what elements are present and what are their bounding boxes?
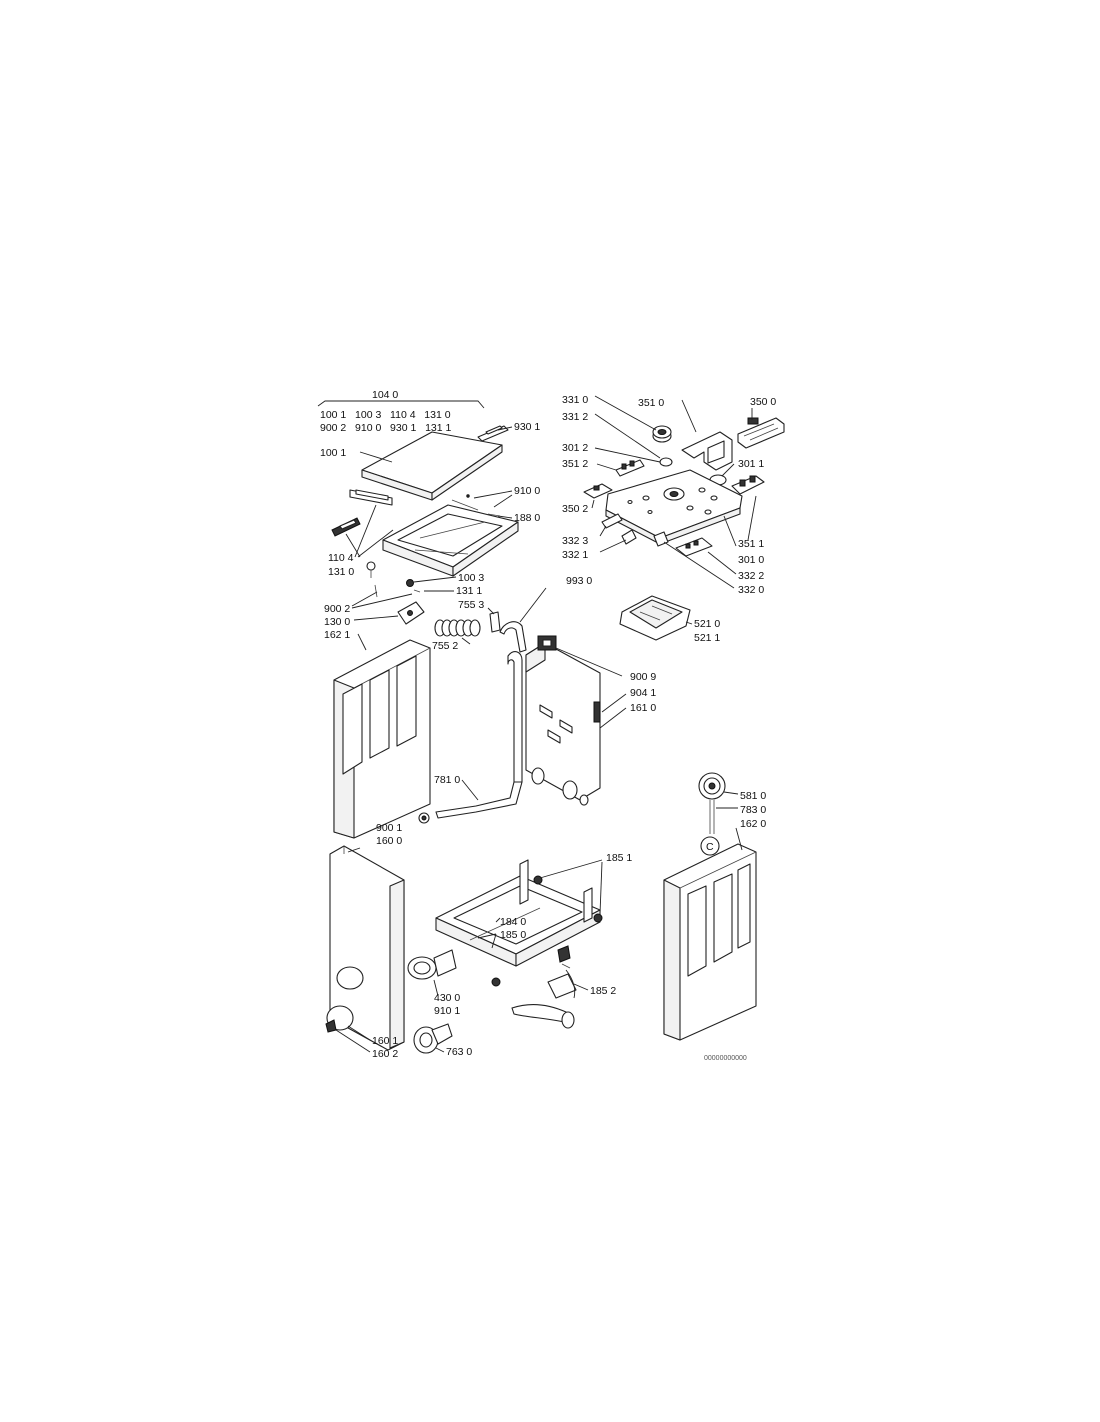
- label-group-row1: 100 1 100 3 110 4 131 0: [320, 409, 451, 421]
- pcb-350-0: [737, 417, 785, 449]
- label-332-2: 332 2: [738, 570, 764, 582]
- label-301-0: 301 0: [738, 554, 764, 566]
- label-755-3: 755 3: [458, 599, 484, 611]
- label-910-0: 910 0: [514, 485, 540, 497]
- label-430-0: 430 0: [434, 992, 460, 1004]
- switch-351-1: [731, 475, 765, 495]
- foot-185-1: [533, 875, 543, 885]
- foot-185-2: [557, 945, 571, 963]
- knob-301-2: [659, 457, 673, 467]
- label-521-0: 521 0: [694, 618, 720, 630]
- label-185-1: 185 1: [606, 852, 632, 864]
- label-331-0: 331 0: [562, 394, 588, 406]
- label-332-1: 332 1: [562, 549, 588, 561]
- label-904-1: 904 1: [630, 687, 656, 699]
- lid-assembly: [317, 400, 519, 645]
- water-hoses: [418, 587, 547, 824]
- label-900-1: 900 1: [376, 822, 402, 834]
- label-110-4: 110 4: [328, 552, 354, 564]
- label-900-2: 900 2: [324, 603, 350, 615]
- label-301-1: 301 1: [738, 458, 764, 470]
- label-301-2: 301 2: [562, 442, 588, 454]
- bolt-131-0: [366, 561, 376, 571]
- label-104-0: 104 0: [372, 389, 398, 401]
- label-351-1: 351 1: [738, 538, 764, 550]
- filter-904-1: [593, 701, 601, 723]
- label-763-0: 763 0: [446, 1046, 472, 1058]
- label-351-0: 351 0: [638, 397, 664, 409]
- part-number-labels: 104 0 100 1 100 3 110 4 131 0 900 2 910 …: [320, 389, 776, 1062]
- hose-clamp-755-3: [489, 611, 501, 633]
- label-161-0: 161 0: [630, 702, 656, 714]
- label-185-2: 185 2: [590, 985, 616, 997]
- label-c: C: [706, 841, 714, 853]
- label-755-2: 755 2: [432, 640, 458, 652]
- screw-900-2: [374, 584, 378, 598]
- label-781-0: 781 0: [434, 774, 460, 786]
- label-131-1: 131 1: [456, 585, 482, 597]
- label-350-2: 350 2: [562, 503, 588, 515]
- label-331-2: 331 2: [562, 411, 588, 423]
- base-frame-assembly: [407, 859, 603, 1054]
- label-993-0: 993 0: [566, 575, 592, 587]
- label-910-1: 910 1: [434, 1005, 460, 1017]
- label-160-0: 160 0: [376, 835, 402, 847]
- clip-100-3: [406, 579, 414, 587]
- hose-781-0: [435, 781, 523, 819]
- switch-332-3: [601, 513, 623, 529]
- label-162-1: 162 1: [324, 629, 350, 641]
- label-185-0: 185 0: [500, 929, 526, 941]
- circlip-c: [700, 836, 720, 856]
- label-diagram-code: 00000000000: [704, 1055, 747, 1062]
- control-panel-assembly: [583, 395, 785, 641]
- label-100-3: 100 3: [458, 572, 484, 584]
- side-panel-left-rear: [333, 633, 431, 839]
- label-581-0: 581 0: [740, 790, 766, 802]
- label-162-0: 162 0: [740, 818, 766, 830]
- label-332-3: 332 3: [562, 535, 588, 547]
- rear-panel: [525, 635, 627, 806]
- drain-hose-coil: [434, 619, 481, 637]
- label-131-0: 131 0: [328, 566, 354, 578]
- hinge-bracket: [477, 425, 509, 442]
- label-351-2: 351 2: [562, 458, 588, 470]
- switch-332-1: [621, 529, 637, 545]
- label-160-2: 160 2: [372, 1048, 398, 1060]
- label-900-9: 900 9: [630, 671, 656, 683]
- hose-993-0: [499, 621, 527, 653]
- label-521-1: 521 1: [694, 632, 720, 644]
- label-100-1: 100 1: [320, 447, 346, 459]
- label-group-row2: 900 2 910 0 930 1 131 1: [320, 422, 452, 434]
- label-350-0: 350 0: [750, 396, 776, 408]
- label-783-0: 783 0: [740, 804, 766, 816]
- label-160-1: 160 1: [372, 1035, 398, 1047]
- foot-bracket: [547, 973, 577, 999]
- label-184-0: 184 0: [500, 916, 526, 928]
- side-panel-right-assembly: [663, 772, 757, 1041]
- label-332-0: 332 0: [738, 584, 764, 596]
- label-930-1: 930 1: [514, 421, 540, 433]
- front-panel-assembly: [325, 845, 405, 1053]
- label-188-0: 188 0: [514, 512, 540, 524]
- bracket-351-0: [681, 431, 733, 471]
- switch-332-2: [675, 537, 713, 557]
- screw-910: [451, 499, 479, 511]
- label-130-0: 130 0: [324, 616, 350, 628]
